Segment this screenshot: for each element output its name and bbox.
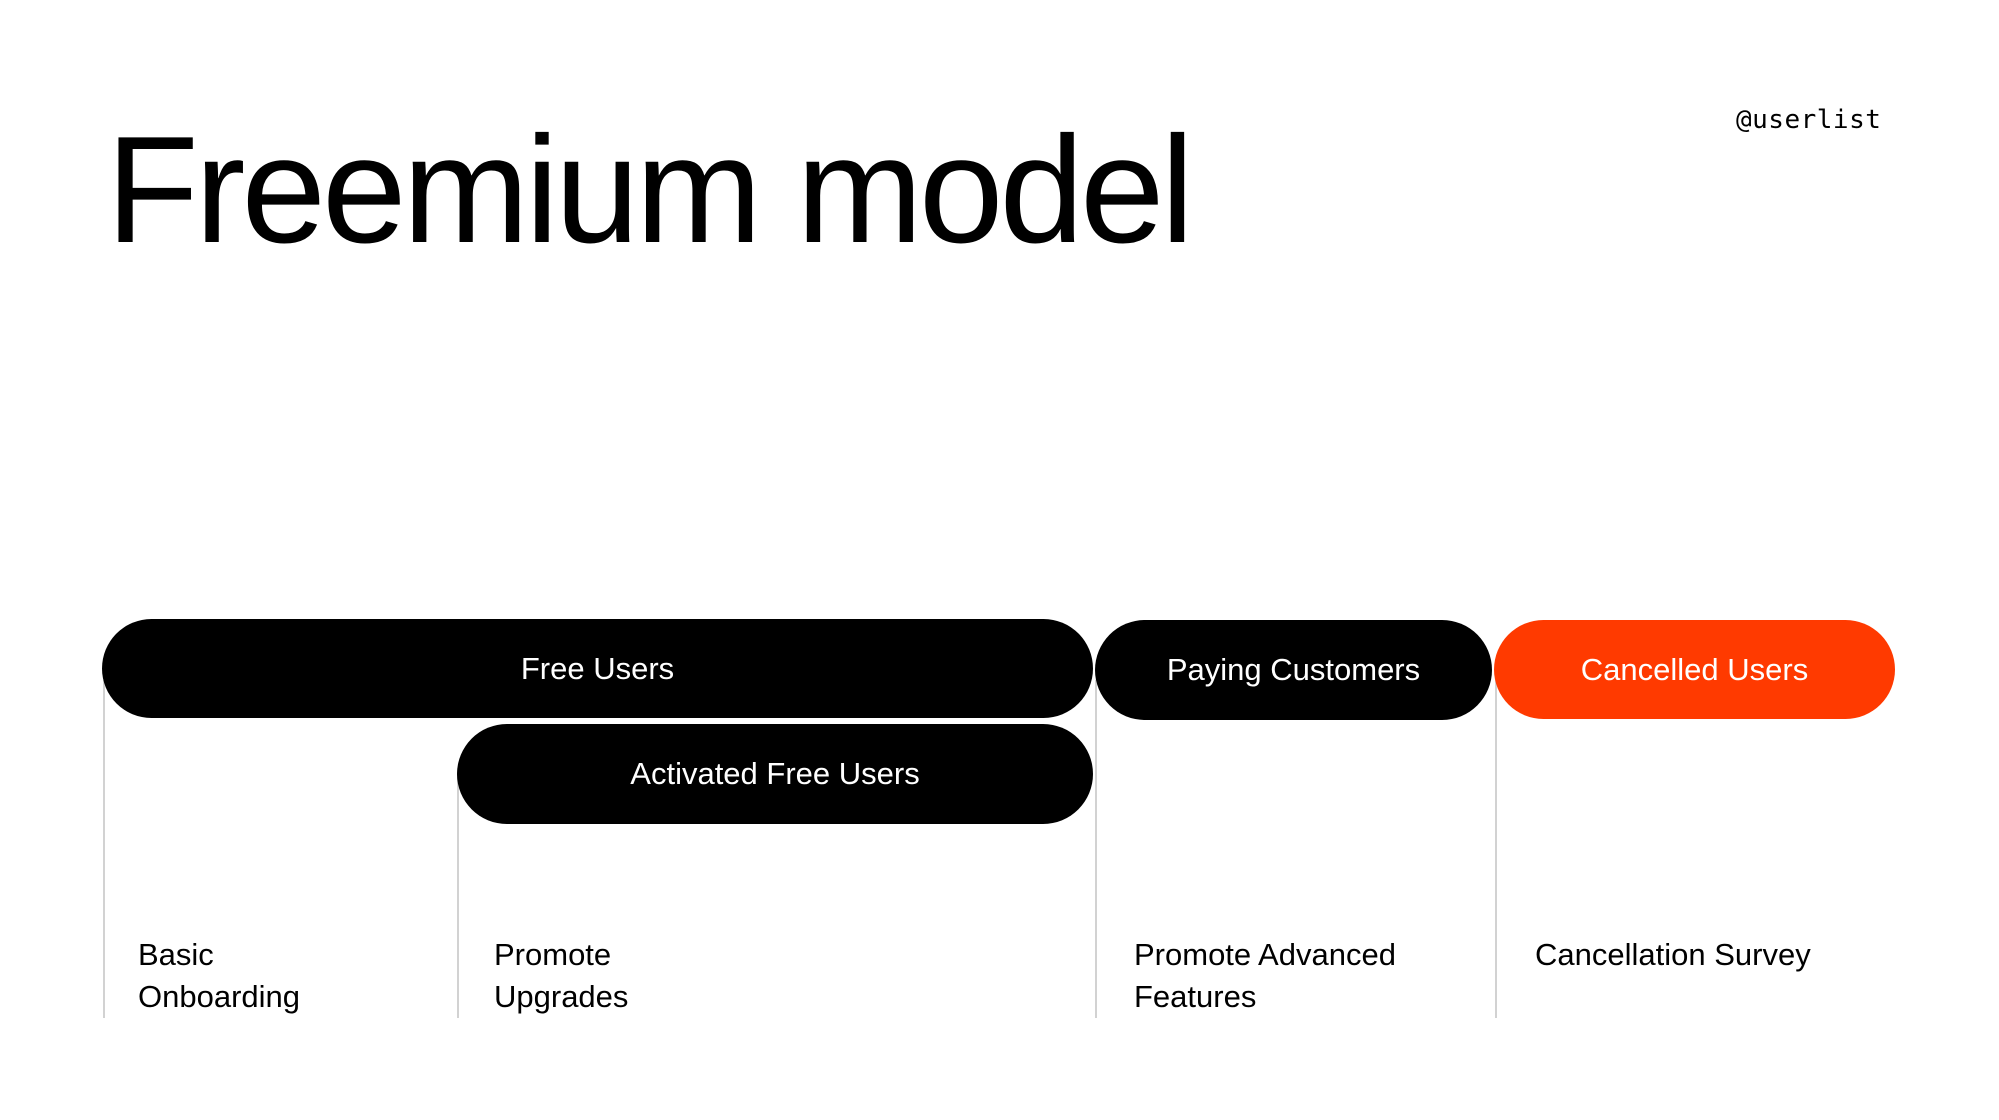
action-basic-onboarding: Basic Onboarding [138, 934, 300, 1018]
stage-label: Activated Free Users [630, 756, 920, 791]
stage-cancelled-users: Cancelled Users [1494, 620, 1895, 719]
action-line: Cancellation Survey [1535, 937, 1811, 972]
stage-paying-customers: Paying Customers [1095, 620, 1492, 720]
action-line: Basic [138, 937, 214, 972]
action-line: Promote Advanced [1134, 937, 1396, 972]
divider-line [457, 770, 459, 1018]
action-promote-advanced-features: Promote Advanced Features [1134, 934, 1396, 1018]
divider-line [1095, 680, 1097, 1018]
stage-activated-free-users: Activated Free Users [457, 724, 1093, 824]
action-cancellation-survey: Cancellation Survey [1535, 934, 1811, 976]
stage-label: Paying Customers [1166, 652, 1421, 687]
action-line: Onboarding [138, 979, 301, 1014]
divider-line [1495, 680, 1497, 1018]
action-line: Features [1134, 979, 1257, 1014]
action-line: Upgrades [494, 979, 629, 1014]
brand-handle: @userlist [1736, 105, 1882, 135]
divider-line [103, 680, 105, 1018]
stage-label: Cancelled Users [1580, 651, 1809, 687]
page-title: Freemium model [106, 105, 1194, 275]
action-line: Promote [494, 937, 612, 972]
action-promote-upgrades: Promote Upgrades [494, 934, 628, 1018]
stage-free-users: Free Users [102, 619, 1093, 718]
stage-label: Free Users [520, 650, 675, 686]
